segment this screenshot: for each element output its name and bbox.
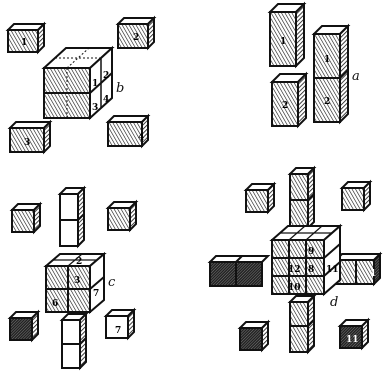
block-b3: 3 [10, 122, 50, 152]
block-a1-right-label: 1 [324, 55, 330, 65]
group-a: 1 2 1 2 a [270, 4, 360, 126]
assembled-cube-c: 2 3 6 7 [46, 254, 104, 312]
block-b4-label: 4 [138, 133, 144, 143]
block-c-right-top [108, 202, 136, 230]
cube-b-face-4: 4 [103, 95, 109, 105]
block-a-stack: 1 2 [314, 26, 348, 122]
block-a2-left-label: 2 [282, 101, 288, 111]
cube-b-face-1: 1 [92, 79, 98, 89]
block-a2-right-label: 2 [324, 97, 330, 107]
block-b1: 1 [8, 24, 44, 52]
column-d-bottom [290, 296, 314, 352]
cube-d-face-10: 10 [288, 283, 301, 293]
block-d-1-label: 1 [370, 269, 376, 279]
arm-d-right: 1 [336, 254, 380, 284]
group-c: 7 2 3 6 7 [10, 188, 136, 368]
label-c: c [108, 275, 116, 290]
block-b3-label: 3 [24, 138, 30, 148]
cube-d-face-9: 9 [308, 247, 314, 257]
block-b2-label: 2 [133, 33, 139, 43]
column-d-top [290, 168, 314, 228]
block-d-bottom-left [240, 322, 268, 350]
label-d: d [330, 295, 338, 310]
group-b: 1 2 3 4 [8, 18, 154, 152]
label-b: b [116, 81, 124, 96]
assembled-cube-d: 9 8 12 11 10 [272, 226, 340, 294]
block-a2-left: 2 [272, 74, 306, 126]
block-c-right-bottom: 7 [106, 310, 134, 338]
block-d-11-label: 11 [346, 335, 359, 345]
arm-d-left [210, 256, 268, 286]
block-d-top-left [246, 184, 274, 212]
block-c-left-top [12, 204, 40, 232]
cube-b-face-3: 3 [92, 103, 98, 113]
block-b1-label: 1 [21, 38, 27, 48]
cube-c-face-7: 7 [93, 289, 99, 299]
block-b2: 2 [118, 18, 154, 48]
block-a1-left-label: 1 [280, 37, 286, 47]
cube-c-face-2: 2 [76, 257, 82, 267]
block-a1-left: 1 [270, 4, 304, 66]
block-d-bottom-right: 11 [340, 320, 368, 348]
cube-d-face-12: 12 [288, 265, 301, 275]
block-b4: 4 [108, 116, 148, 146]
column-c-bottom [62, 314, 86, 368]
cube-d-face-11: 11 [326, 265, 339, 275]
label-a: a [352, 69, 360, 84]
group-d: 1 9 8 12 11 10 [210, 168, 380, 352]
assembled-cube-b: 1 2 3 4 [44, 48, 112, 118]
block-c-left-bottom [10, 312, 38, 340]
cube-c-face-3: 3 [74, 276, 80, 286]
cube-b-face-2: 2 [103, 71, 109, 81]
column-c-top [60, 188, 84, 246]
cube-c-face-6: 6 [52, 299, 58, 309]
block-d-top-right [342, 182, 370, 210]
block-c-7-label: 7 [115, 326, 121, 336]
cube-d-face-8: 8 [308, 265, 314, 275]
